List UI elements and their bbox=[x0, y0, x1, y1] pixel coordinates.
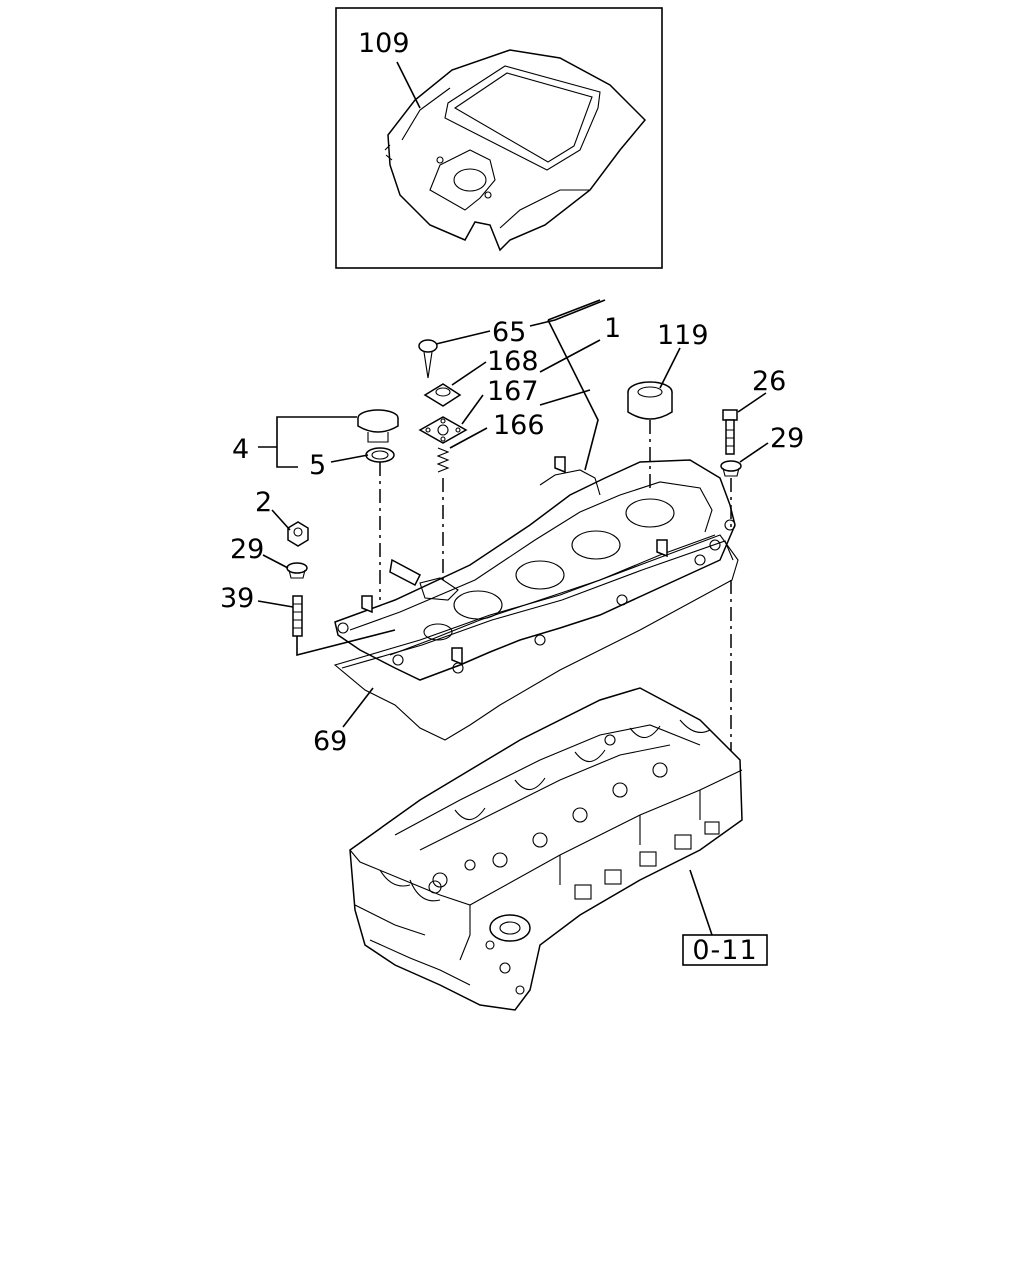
callout-2: 2 bbox=[255, 487, 272, 518]
reference-box: 0-11 bbox=[682, 934, 768, 966]
callout-109: 109 bbox=[358, 28, 410, 59]
engine-cover-drawing bbox=[384, 49, 647, 252]
reference-box-frame bbox=[682, 934, 768, 966]
callout-29-right: 29 bbox=[770, 423, 804, 454]
reference-box-label: 0-11 bbox=[692, 935, 757, 966]
callout-26: 26 bbox=[752, 366, 786, 397]
cylinder-head bbox=[349, 687, 743, 1011]
plate-168 bbox=[423, 383, 462, 407]
gasket-69 bbox=[333, 534, 739, 741]
opening-3 bbox=[571, 530, 621, 560]
inset-frame bbox=[335, 7, 663, 269]
callout-65: 65 bbox=[492, 317, 526, 348]
o-ring-5 bbox=[365, 447, 395, 463]
callout-5: 5 bbox=[309, 450, 326, 481]
callout-39: 39 bbox=[220, 583, 254, 614]
washer-29-left bbox=[286, 562, 308, 579]
inset-engine-cover: 109 bbox=[335, 7, 663, 269]
spring-166 bbox=[436, 447, 450, 473]
callout-69: 69 bbox=[313, 726, 347, 757]
bolt-26 bbox=[722, 409, 738, 455]
callout-29-left: 29 bbox=[230, 534, 264, 565]
callout-1: 1 bbox=[604, 313, 621, 344]
cylinder-head-cover bbox=[334, 456, 736, 681]
screw-65 bbox=[418, 339, 438, 379]
callout-167: 167 bbox=[487, 376, 539, 407]
leader-lines bbox=[257, 299, 769, 936]
callout-166: 166 bbox=[493, 410, 545, 441]
callout-119: 119 bbox=[657, 320, 709, 351]
opening-4 bbox=[625, 498, 675, 528]
oil-filler-cap-4 bbox=[357, 409, 399, 443]
oil-filler-hole bbox=[423, 623, 453, 641]
opening-2 bbox=[515, 560, 565, 590]
leader-109 bbox=[396, 61, 421, 109]
seal-119 bbox=[627, 381, 673, 420]
stud-39 bbox=[292, 595, 303, 637]
plate-167 bbox=[418, 416, 468, 444]
nut-2 bbox=[287, 521, 309, 547]
washer-29-right bbox=[720, 460, 742, 477]
callout-4: 4 bbox=[232, 434, 249, 465]
callout-168: 168 bbox=[487, 346, 539, 377]
